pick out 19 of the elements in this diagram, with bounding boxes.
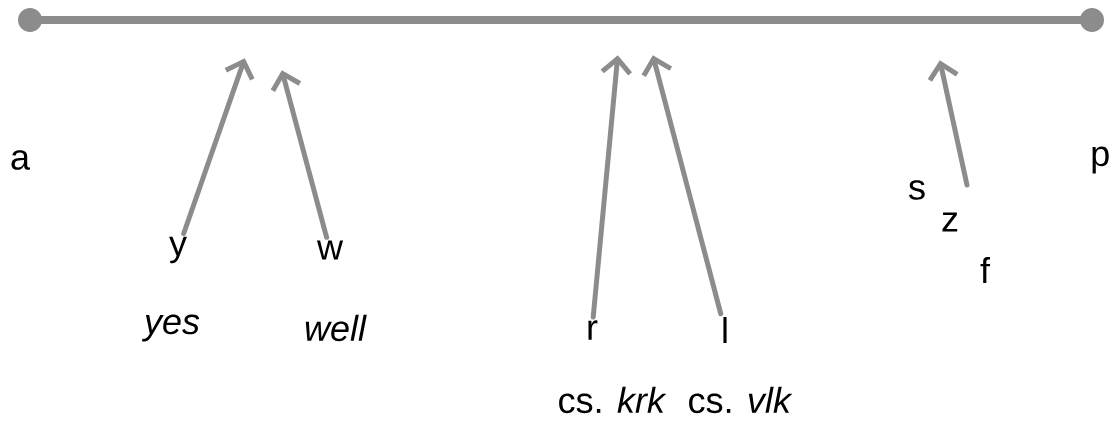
arrow (181, 58, 255, 237)
letter-label: a (11, 150, 30, 170)
arrow (641, 55, 724, 317)
example-word: well (305, 314, 367, 342)
example-word: cs. krk (559, 386, 667, 414)
letter-label: f (980, 256, 991, 283)
arrow (270, 70, 330, 240)
arrow (590, 55, 633, 320)
arrow (927, 60, 970, 188)
bar (18, 8, 1104, 32)
letter-label: s (909, 180, 925, 200)
letter-label: p (1092, 146, 1109, 174)
letter-label: l (723, 316, 727, 344)
letter-label: z (942, 212, 958, 232)
letter-label: w (316, 240, 344, 260)
example-word: yes (141, 314, 200, 342)
letter-label: r (588, 320, 598, 340)
example-word: cs. vlk (689, 386, 793, 414)
letter-label: y (169, 236, 187, 264)
